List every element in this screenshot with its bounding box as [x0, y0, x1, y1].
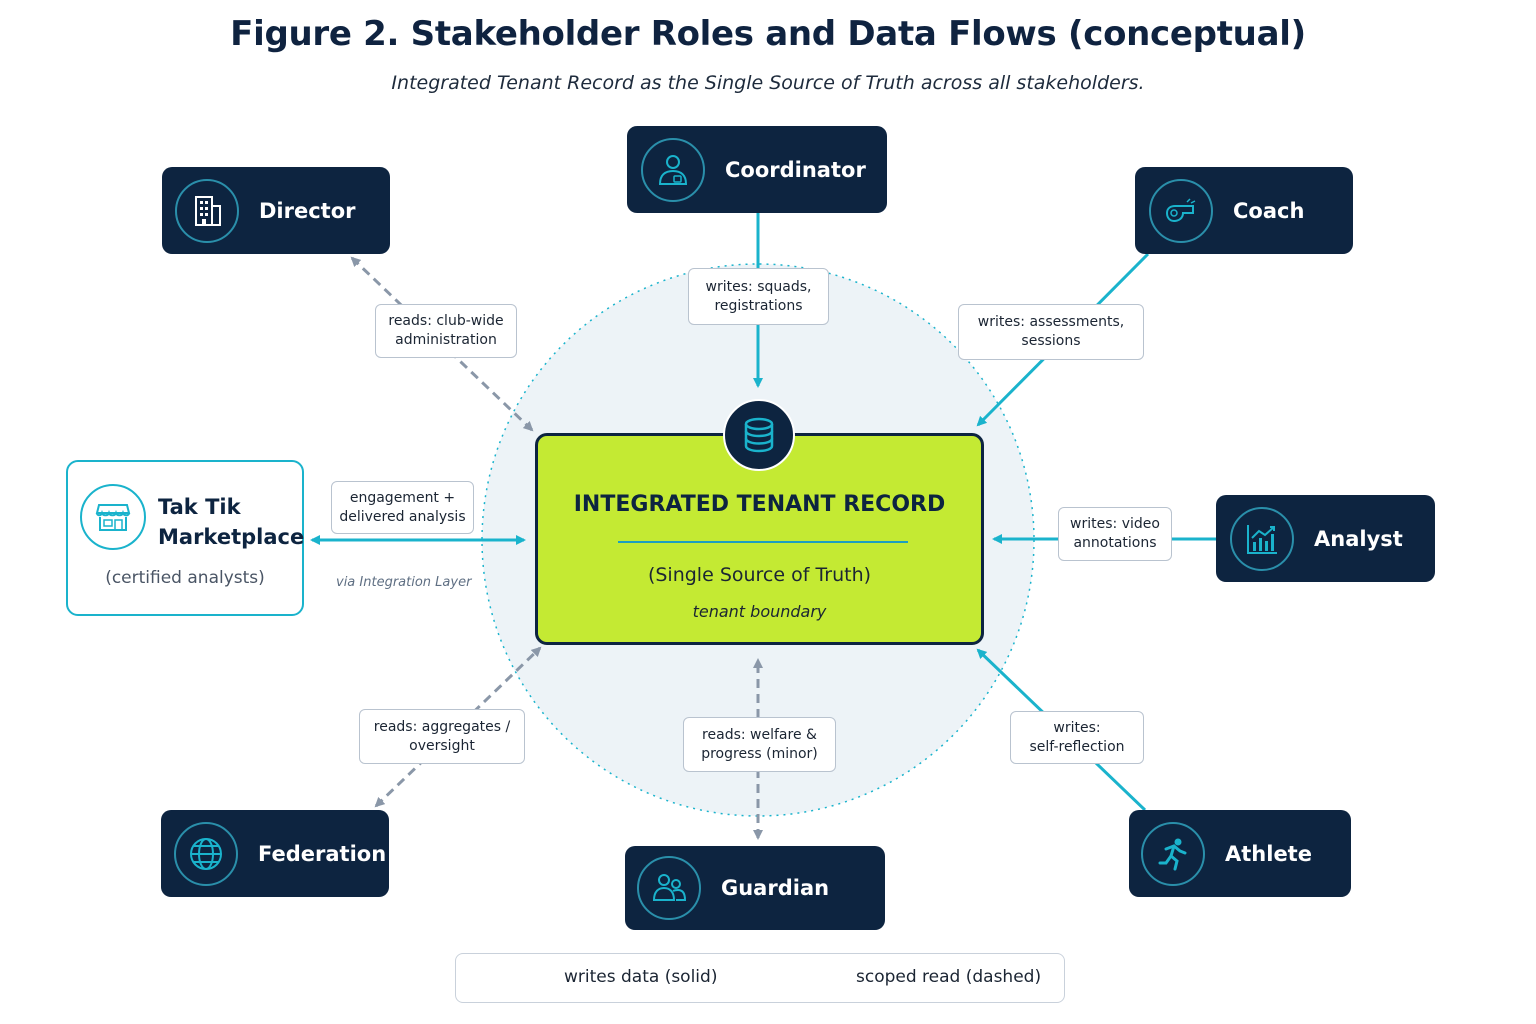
- flow-label-athlete: writes:self-reflection: [1010, 711, 1144, 764]
- whistle-icon: [1149, 178, 1213, 243]
- stakeholder-athlete[interactable]: Athlete: [1129, 810, 1351, 897]
- runner-icon: [1141, 821, 1205, 886]
- legend-dashed-label: scoped read (dashed): [856, 967, 1042, 987]
- flow-label-coach: writes: assessments,sessions: [958, 304, 1144, 360]
- chart-icon: [1230, 506, 1294, 571]
- analyst-label: Analyst: [1314, 526, 1403, 551]
- guardian-label: Guardian: [721, 876, 830, 900]
- coach-label: Coach: [1233, 198, 1305, 223]
- legend-solid-label: writes data (solid): [564, 967, 718, 987]
- user-badge-icon: [641, 137, 705, 202]
- flow-label-federation: reads: aggregates /oversight: [359, 709, 525, 764]
- stakeholder-coach[interactable]: Coach: [1135, 167, 1353, 254]
- center-boundary-label: tenant boundary: [692, 602, 827, 621]
- athlete-label: Athlete: [1225, 841, 1312, 866]
- integration-layer-note: via Integration Layer: [336, 575, 472, 590]
- stakeholder-guardian[interactable]: Guardian: [625, 846, 885, 930]
- storefront-icon: [80, 484, 146, 550]
- coordinator-label: Coordinator: [725, 157, 866, 182]
- figure-title: Figure 2. Stakeholder Roles and Data Flo…: [230, 14, 1306, 54]
- flow-label-marketplace: engagement +delivered analysis: [331, 481, 474, 534]
- marketplace-subtitle: (certified analysts): [105, 568, 265, 588]
- marketplace-name: Tak Tik Marketplace: [158, 495, 305, 549]
- figure-subtitle: Integrated Tenant Record as the Single S…: [391, 72, 1145, 94]
- stakeholder-director[interactable]: Director: [162, 167, 390, 254]
- center-subtitle: (Single Source of Truth): [647, 564, 872, 586]
- center-title: INTEGRATED TENANT RECORD: [573, 492, 946, 517]
- federation-label: Federation: [258, 841, 387, 866]
- stakeholder-federation[interactable]: Federation: [161, 810, 389, 897]
- center-divider: [618, 541, 908, 543]
- flow-label-coordinator: writes: squads,registrations: [688, 268, 829, 325]
- stakeholder-marketplace[interactable]: Tak Tik Marketplace (certified analysts): [66, 460, 304, 616]
- legend: writes data (solid) scoped read (dashed): [455, 953, 1065, 1003]
- globe-icon: [174, 821, 238, 886]
- users-icon: [637, 856, 701, 920]
- database-icon: [723, 399, 795, 471]
- flow-label-guardian: reads: welfare &progress (minor): [683, 717, 836, 772]
- stakeholder-analyst[interactable]: Analyst: [1216, 495, 1435, 582]
- building-icon: [175, 178, 239, 243]
- director-label: Director: [259, 198, 356, 223]
- stakeholder-coordinator[interactable]: Coordinator: [627, 126, 887, 213]
